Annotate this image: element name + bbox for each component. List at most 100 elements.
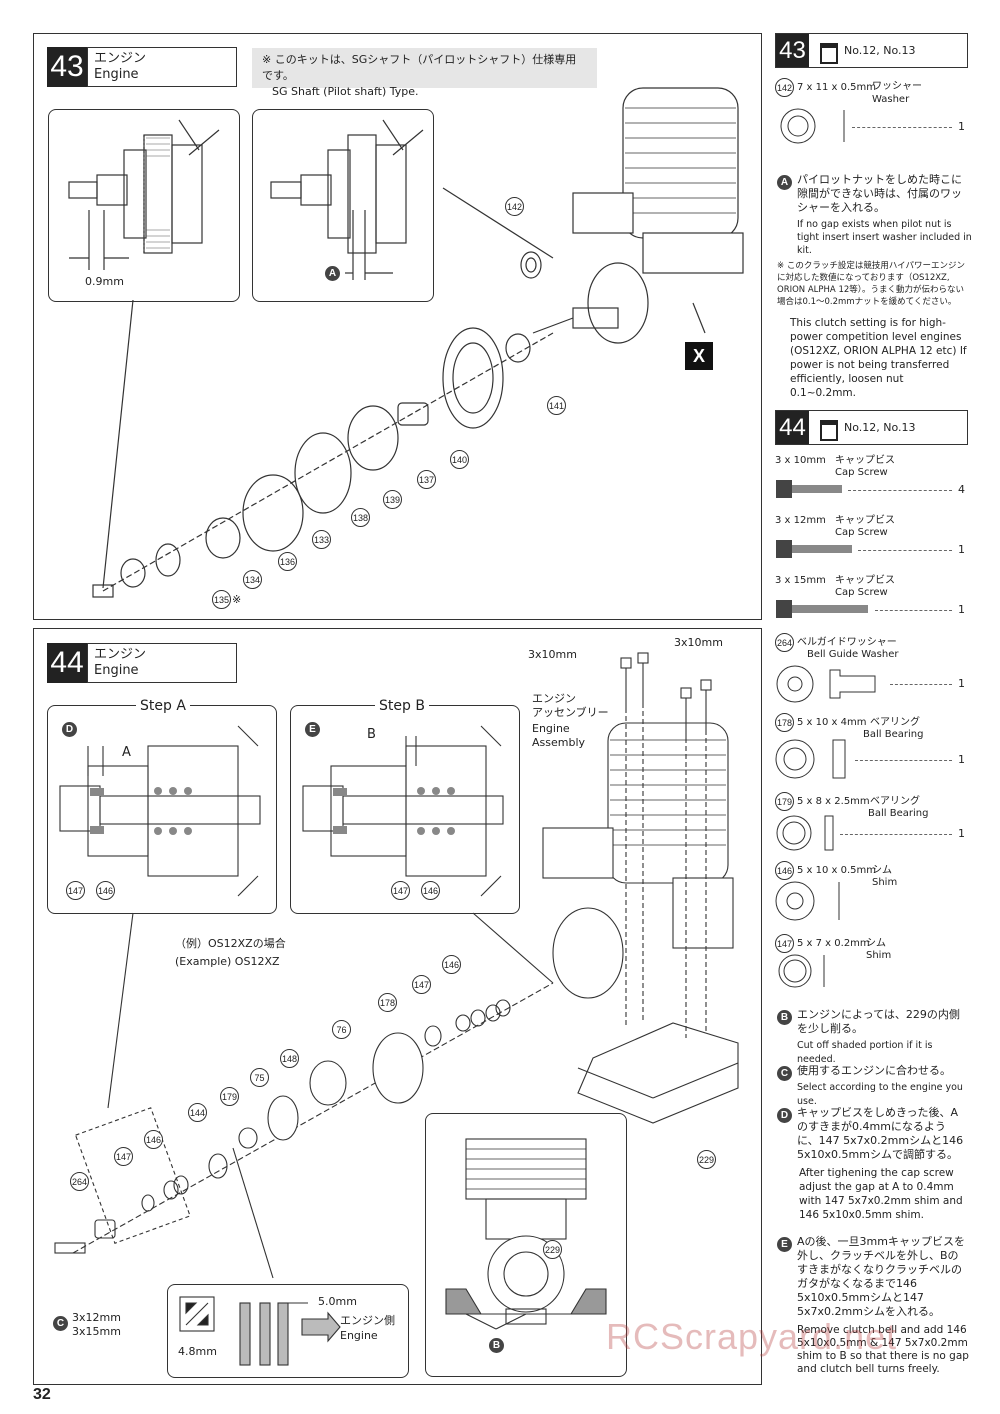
part-264-jp: ベルガイドワッシャー	[797, 637, 897, 648]
step-b-label: Step B	[375, 697, 429, 715]
letter-a-badge: A	[325, 266, 340, 281]
bag-icon-44	[820, 420, 838, 441]
part-142-en: Washer	[872, 94, 910, 105]
bearing-179-drawing	[776, 815, 834, 851]
screw-12-qty: 1	[958, 543, 965, 556]
qty-leader-screw-15	[875, 610, 952, 611]
letter-d-badge: D	[62, 722, 77, 737]
x-marker: X	[685, 342, 713, 370]
note-c-jp: 使用するエンジンに合わせる。	[797, 1064, 951, 1077]
note-d-en: After tighening the cap screw adjust the…	[799, 1167, 963, 1221]
callout-264: 264	[70, 1172, 89, 1191]
dim-b-label: B	[367, 727, 376, 742]
step43-note-jp: ※ このキットは、SGシャフト（パイロットシャフト）仕様専用です。	[262, 53, 577, 82]
right44-header: 44 No.12, No.13	[775, 410, 968, 445]
note-a-badge: A	[777, 175, 792, 190]
screw-10-size: 3 x 10mm	[775, 455, 826, 466]
qty-leader-screw-10	[848, 490, 952, 491]
engine-front-drawing	[445, 1138, 607, 1330]
callout-76: 76	[332, 1020, 351, 1039]
callout-137: 137	[417, 470, 436, 489]
qty-leader-screw-12	[858, 550, 952, 551]
note-a-en: If no gap exists when pilot nut is tight…	[797, 219, 972, 256]
screw-10-qty: 4	[958, 483, 965, 496]
part-146-en: Shim	[872, 877, 898, 888]
callout-133: 133	[312, 530, 331, 549]
callout-146-a: 146	[96, 881, 115, 900]
callout-147-main: 147	[412, 975, 431, 994]
step-a-detail: Step A D A 147 146	[47, 697, 277, 914]
screw-15-jp: キャップビス	[835, 575, 895, 586]
step-a-label: Step A	[136, 697, 190, 715]
step43-number: 43	[47, 47, 87, 87]
callout-144: 144	[188, 1103, 207, 1122]
part-264-qty: 1	[958, 677, 965, 690]
assembly-label-en2: Assembly	[532, 736, 586, 749]
step43-title-jp: エンジン	[94, 51, 147, 66]
step43-note: ※ このキットは、SGシャフト（パイロットシャフト）仕様専用です。 SG Sha…	[252, 48, 597, 98]
engine-side-en: Engine	[340, 1329, 378, 1342]
step43-detail-gap: 0.9mm	[48, 109, 240, 302]
part-142-id: 142	[775, 78, 794, 97]
note-b-en: Cut off shaded portion if it is needed.	[797, 1040, 933, 1065]
part-142-qty: 1	[958, 120, 965, 133]
part-179-jp: ベアリング	[870, 796, 920, 807]
screws-left-label: 3x10mm	[528, 648, 577, 661]
screw-12-drawing	[776, 540, 852, 558]
washer-142-drawing	[780, 108, 845, 144]
part-178-size: 5 x 10 x 4mm	[797, 717, 867, 728]
part-146-size: 5 x 10 x 0.5mm	[797, 865, 877, 876]
step44-title-en: Engine	[94, 663, 139, 678]
callout-147-a: 147	[66, 881, 85, 900]
callout-146-b: 146	[421, 881, 440, 900]
callout-142: 142	[505, 197, 524, 216]
part-147-id: 147	[775, 934, 794, 953]
part-179-qty: 1	[958, 827, 965, 840]
note-e-badge: E	[777, 1237, 792, 1252]
watermark: RCScrapyard.net	[606, 1316, 898, 1357]
right44-number: 44	[776, 411, 809, 444]
callout-141: 141	[547, 396, 566, 415]
screw-15-drawing	[776, 600, 868, 618]
letter-e-badge: E	[305, 722, 320, 737]
note-c-en: Select according to the engine you use.	[797, 1082, 963, 1107]
note-d-jp: キャップビスをしめきった後、Aのすきまが0.4mmになるように、147 5x7x…	[797, 1106, 964, 1161]
right44-bags: No.12, No.13	[844, 421, 916, 434]
letter-c-badge: C	[53, 1316, 68, 1331]
screw-15-en: Cap Screw	[835, 587, 888, 598]
qty-leader-264	[890, 684, 952, 685]
part-142-jp: ワッシャー	[872, 81, 922, 92]
dim-5.0mm: 5.0mm	[318, 1295, 357, 1308]
note-c-badge: C	[777, 1066, 792, 1081]
shim-thickness-inset: 5.0mm 4.8mm エンジン側 Engine	[167, 1284, 409, 1378]
callout-135: 135	[212, 590, 231, 609]
assembly-label-jp1: エンジン	[532, 692, 576, 705]
part-147-jp: シム	[866, 938, 886, 949]
part-178-id: 178	[775, 713, 794, 732]
part-142-size: 7 x 11 x 0.5mm	[797, 82, 877, 93]
example-jp: （例）OS12XZの場合	[175, 937, 286, 950]
callout-135-mark: ※	[232, 593, 242, 606]
screw-15-size: 3 x 15mm	[775, 575, 826, 586]
page-number: 32	[33, 1386, 51, 1403]
screw-c1-label: 3x12mm	[72, 1311, 121, 1324]
screw-10-jp: キャップビス	[835, 455, 895, 466]
note-d-badge: D	[777, 1108, 792, 1123]
dim-a-label: A	[122, 745, 131, 760]
note-b-badge: B	[777, 1010, 792, 1025]
callout-75: 75	[250, 1068, 269, 1087]
shim-147-drawing	[778, 954, 825, 988]
note-e-jp: Aの後、一旦3mmキャップビスを外し、クラッチベルを外し、Bのすきまがなくなりク…	[797, 1235, 965, 1318]
bag-icon	[820, 43, 838, 64]
callout-136: 136	[278, 552, 297, 571]
assembly-label-jp2: アッセンブリー	[532, 706, 609, 719]
callout-147-box: 147	[114, 1147, 133, 1166]
note-a-jp: パイロットナットをしめた時こに隙間ができない時は、付属のワッシャーを入れる。	[797, 173, 962, 214]
qty-leader-178	[855, 760, 952, 761]
callout-134: 134	[243, 570, 262, 589]
screw-12-en: Cap Screw	[835, 527, 888, 538]
part-146-jp: シム	[872, 865, 892, 876]
shim-thickness-drawing	[179, 1296, 341, 1366]
right43-header: 43 No.12, No.13	[775, 33, 968, 68]
screw-12-jp: キャップビス	[835, 515, 895, 526]
